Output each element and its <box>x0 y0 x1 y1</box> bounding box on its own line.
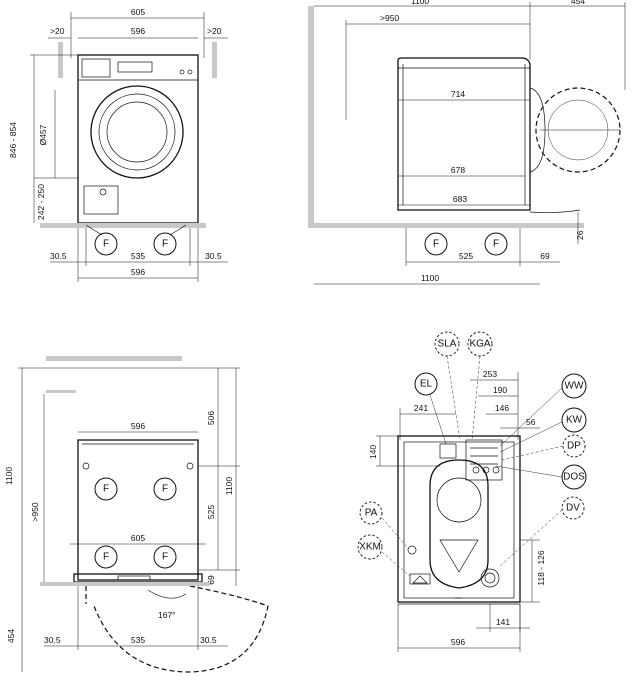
side-front-offset: 69 <box>540 251 550 261</box>
top-left-total: 1100 <box>4 467 14 486</box>
side-view: 1100 454 >950 714 678 683 26 F F <box>308 0 626 285</box>
conn-dv: DV <box>566 503 580 514</box>
top-foot-label-3: F <box>103 552 109 563</box>
side-depth-714: 714 <box>451 89 465 99</box>
top-foot-label-2: F <box>162 484 168 495</box>
rear-view: 253 190 241 146 56 140 <box>357 331 587 652</box>
side-total-depth: 1100 <box>411 0 430 6</box>
conn-ww: WW <box>565 381 584 392</box>
conn-kga: KGA <box>469 339 490 350</box>
side-feet-span: 525 <box>459 251 473 261</box>
front-foot-span: 535 <box>131 251 145 261</box>
top-foot-left: 30.5 <box>44 635 61 645</box>
top-right-506: 506 <box>206 411 216 425</box>
rear-dim-118: 118 - 126 <box>536 550 546 586</box>
rear-dim-141: 141 <box>496 617 510 627</box>
rear-dim-253: 253 <box>483 369 497 379</box>
conn-dp: DP <box>567 441 581 452</box>
conn-sla: SLA <box>438 339 457 350</box>
side-wall-gap: >950 <box>380 13 399 23</box>
top-foot-label-4: F <box>162 552 168 563</box>
conn-dos: DOS <box>563 472 585 483</box>
front-base-height: 242 - 250 <box>36 184 46 220</box>
conn-kw: KW <box>566 415 583 426</box>
conn-el: EL <box>420 379 433 390</box>
top-right-69: 69 <box>206 575 216 585</box>
side-depth-683: 683 <box>453 194 467 204</box>
top-foot-span: 535 <box>131 635 145 645</box>
side-foot-label-right: F <box>493 239 499 250</box>
front-foot-left: 30.5 <box>50 251 67 261</box>
top-foot-right: 30.5 <box>200 635 217 645</box>
side-foot-label-left: F <box>433 239 439 250</box>
side-bottom-total: 1100 <box>421 273 440 283</box>
top-right-525: 525 <box>206 505 216 519</box>
top-view: 1100 >950 596 F F 605 F F 506 525 1100 6… <box>4 356 269 673</box>
side-door-swing: 454 <box>571 0 585 6</box>
rear-dim-190: 190 <box>493 385 507 395</box>
conn-pa: PA <box>365 508 378 519</box>
front-view: 605 596 >20 >20 846 - 854 Ø457 242 - 250 <box>8 7 228 282</box>
front-foot-label-left: F <box>103 239 109 250</box>
rear-dim-56: 56 <box>526 417 536 427</box>
front-left-clearance: >20 <box>50 26 65 36</box>
front-right-clearance: >20 <box>207 26 222 36</box>
front-width-605: 605 <box>131 7 145 17</box>
front-foot-right: 30.5 <box>205 251 222 261</box>
top-angle: 167° <box>158 610 176 620</box>
front-bottom-width: 596 <box>131 267 145 277</box>
conn-xkm: XKM <box>359 542 381 553</box>
top-left-gap: >950 <box>30 502 40 521</box>
rear-dim-241: 241 <box>414 403 428 413</box>
side-depth-678: 678 <box>451 165 465 175</box>
top-body-width: 596 <box>131 421 145 431</box>
top-605: 605 <box>131 533 145 543</box>
side-height-26: 26 <box>575 230 585 240</box>
top-left-454: 454 <box>6 629 16 643</box>
rear-dim-596: 596 <box>451 637 465 647</box>
rear-dim-146: 146 <box>495 403 509 413</box>
top-right-1100: 1100 <box>224 477 234 496</box>
front-width-596: 596 <box>131 26 145 36</box>
top-foot-label-1: F <box>103 484 109 495</box>
front-door-diameter: Ø457 <box>38 124 48 145</box>
front-height-range: 846 - 854 <box>8 122 18 158</box>
front-foot-label-right: F <box>162 239 168 250</box>
rear-dim-140: 140 <box>368 445 378 459</box>
